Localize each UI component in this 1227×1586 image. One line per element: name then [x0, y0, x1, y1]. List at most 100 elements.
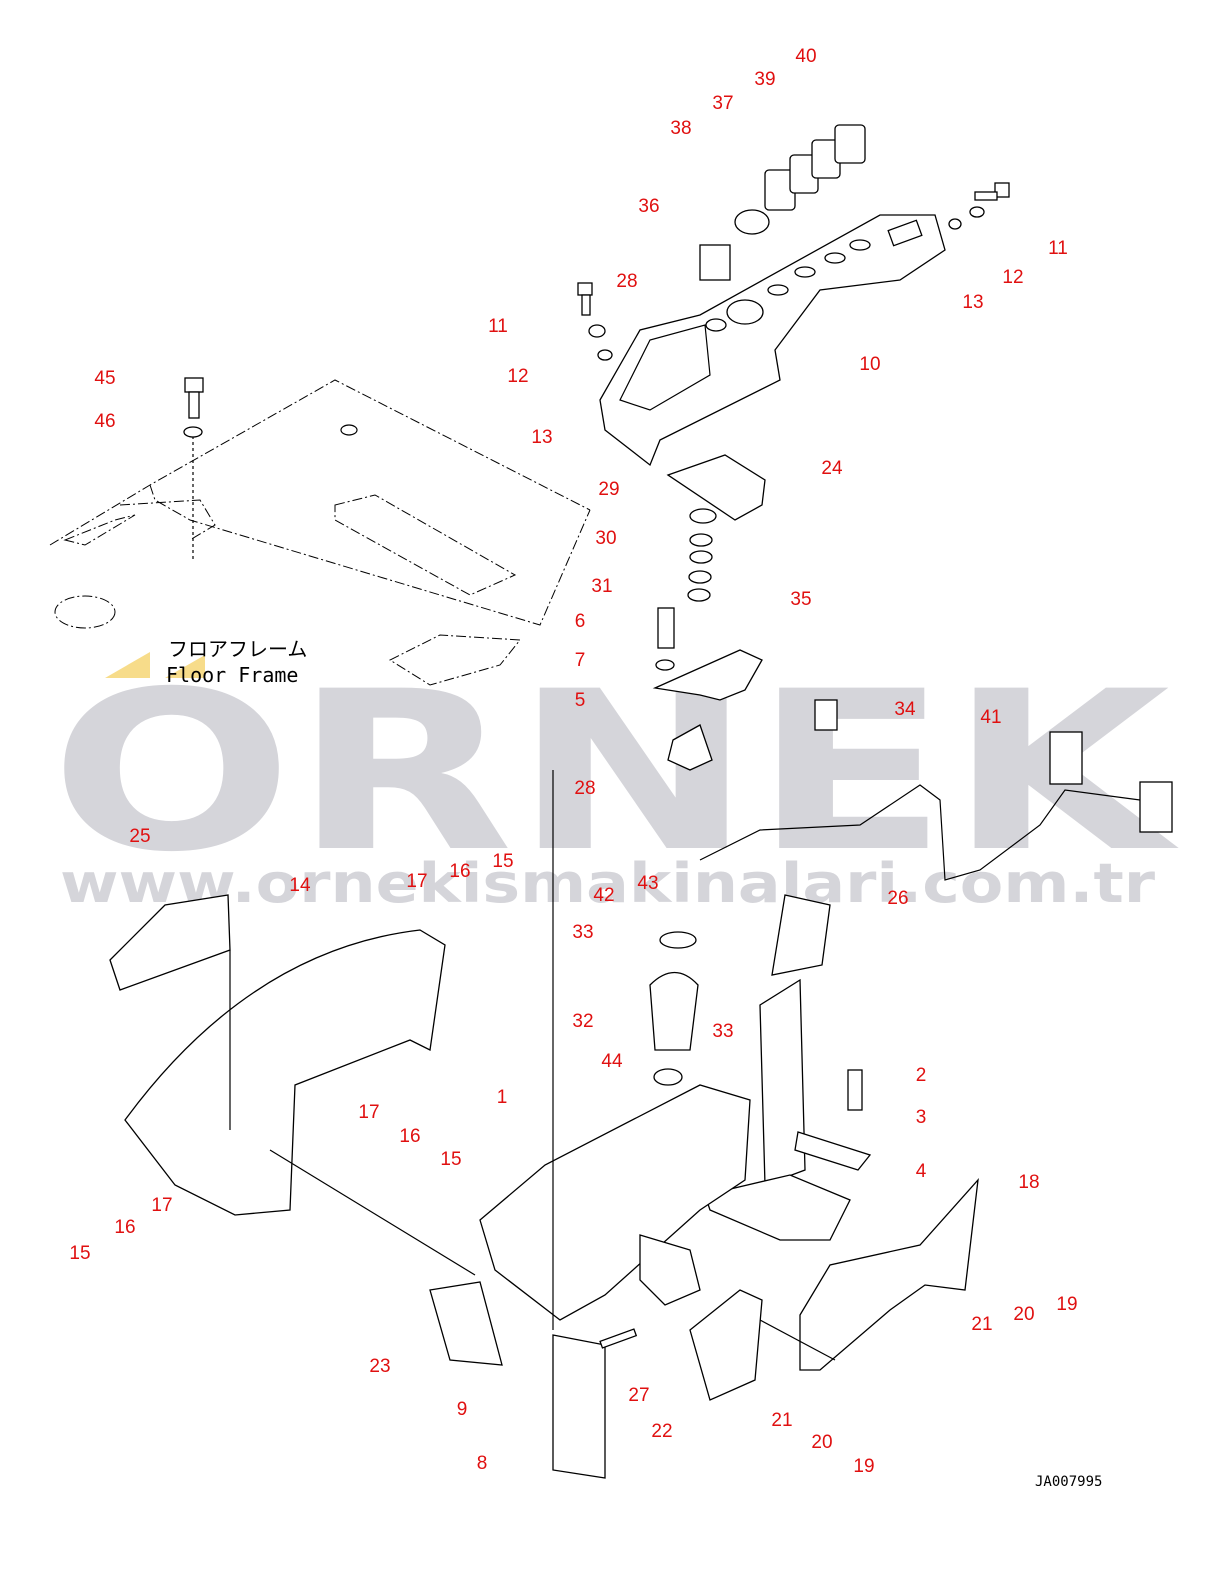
column: [759, 978, 806, 1186]
callout-6: 6: [575, 611, 586, 632]
callout-39: 39: [754, 69, 775, 90]
callout-21: 21: [971, 1314, 992, 1335]
column-base: [704, 1174, 851, 1241]
callout-15: 15: [69, 1243, 90, 1264]
callout-7: 7: [575, 650, 586, 671]
callout-17: 17: [406, 871, 427, 892]
callout-2: 2: [916, 1065, 927, 1086]
callout-9: 9: [457, 1399, 468, 1420]
callout-41: 41: [980, 707, 1001, 728]
floor-frame-outline: [49, 379, 591, 686]
bolt-2: [847, 1069, 863, 1111]
callout-12: 12: [507, 366, 528, 387]
callout-31: 31: [591, 576, 612, 597]
callout-21: 21: [771, 1410, 792, 1431]
callout-1: 1: [497, 1087, 508, 1108]
bracket-5: [652, 649, 763, 701]
callout-46: 46: [94, 411, 115, 432]
callout-33: 33: [712, 1021, 733, 1042]
callout-3: 3: [916, 1107, 927, 1128]
floor-frame-label-jp: フロアフレーム: [168, 637, 307, 661]
callout-14: 14: [289, 875, 311, 896]
key-switch-28-top: [699, 244, 731, 281]
callout-38: 38: [670, 118, 691, 139]
boot-32: [649, 971, 699, 1051]
floor-frame-marker: [105, 652, 150, 678]
callout-16: 16: [449, 861, 470, 882]
bolt-45: [183, 377, 204, 438]
callout-17: 17: [151, 1195, 172, 1216]
rings-29-31: [687, 508, 717, 602]
callout-19: 19: [853, 1456, 874, 1477]
plate-8: [552, 1334, 606, 1479]
harness-41: [699, 784, 1141, 881]
clamp-33-bottom: [653, 1068, 683, 1086]
callout-23: 23: [369, 1356, 390, 1377]
callout-20: 20: [811, 1432, 832, 1453]
callout-11: 11: [488, 316, 508, 337]
switches-37-40: [764, 124, 866, 211]
floor-frame-label-en: Floor Frame: [166, 663, 298, 687]
callout-11: 11: [1048, 238, 1068, 259]
callout-16: 16: [399, 1126, 420, 1147]
callout-35: 35: [790, 589, 811, 610]
callout-24: 24: [821, 458, 843, 479]
cover-26: [771, 894, 831, 976]
cover-25: [109, 894, 231, 991]
bolt-11-left: [577, 282, 593, 316]
floor-frame-marker-2: [165, 655, 205, 678]
key-switch-28: [667, 724, 713, 771]
drawing-code: JA007995: [1035, 1474, 1102, 1490]
callout-13: 13: [962, 292, 983, 313]
callout-36: 36: [638, 196, 659, 217]
callout-30: 30: [595, 528, 616, 549]
cover-18: [799, 1178, 979, 1371]
callout-4: 4: [916, 1161, 927, 1182]
callout-22: 22: [651, 1421, 672, 1442]
callout-13: 13: [531, 427, 552, 448]
callout-29: 29: [598, 479, 619, 500]
callout-15: 15: [492, 851, 513, 872]
callouts: 4039373836111213281112101345462429303135…: [69, 46, 1077, 1477]
callout-45: 45: [94, 368, 115, 389]
callout-26: 26: [887, 888, 908, 909]
cover-14: [124, 929, 446, 1216]
watermark-brand: ORNEK: [50, 644, 1180, 900]
callout-40: 40: [795, 46, 816, 67]
callout-28: 28: [616, 271, 637, 292]
callout-33: 33: [572, 922, 593, 943]
cap-36: [734, 209, 770, 235]
callout-44: 44: [601, 1051, 623, 1072]
plate-4: [794, 1131, 872, 1171]
connector-41b: [1139, 781, 1173, 833]
connector-41a: [1049, 731, 1083, 785]
callout-18: 18: [1018, 1172, 1039, 1193]
callout-5: 5: [575, 690, 586, 711]
frame-1: [479, 1084, 751, 1321]
frame-bracket: [639, 1234, 701, 1306]
callout-8: 8: [477, 1453, 488, 1474]
callout-16: 16: [114, 1217, 135, 1238]
callout-28: 28: [574, 778, 595, 799]
console-cover-10: [599, 214, 946, 467]
clamp-33-top: [659, 931, 697, 949]
callout-34: 34: [894, 699, 916, 720]
callout-17: 17: [358, 1102, 379, 1123]
callout-20: 20: [1013, 1304, 1034, 1325]
callout-12: 12: [1002, 267, 1023, 288]
strip-27: [599, 1328, 638, 1349]
callout-32: 32: [572, 1011, 593, 1032]
callout-37: 37: [712, 93, 733, 114]
callout-25: 25: [129, 826, 150, 847]
bolt-11-right: [974, 182, 1010, 201]
plate-23: [429, 1281, 503, 1366]
callout-19: 19: [1056, 1294, 1077, 1315]
callout-42: 42: [593, 885, 614, 906]
plate-22: [689, 1289, 763, 1401]
callout-27: 27: [628, 1385, 649, 1406]
callout-43: 43: [637, 873, 658, 894]
bolt-6: [657, 607, 675, 649]
callout-10: 10: [859, 354, 880, 375]
